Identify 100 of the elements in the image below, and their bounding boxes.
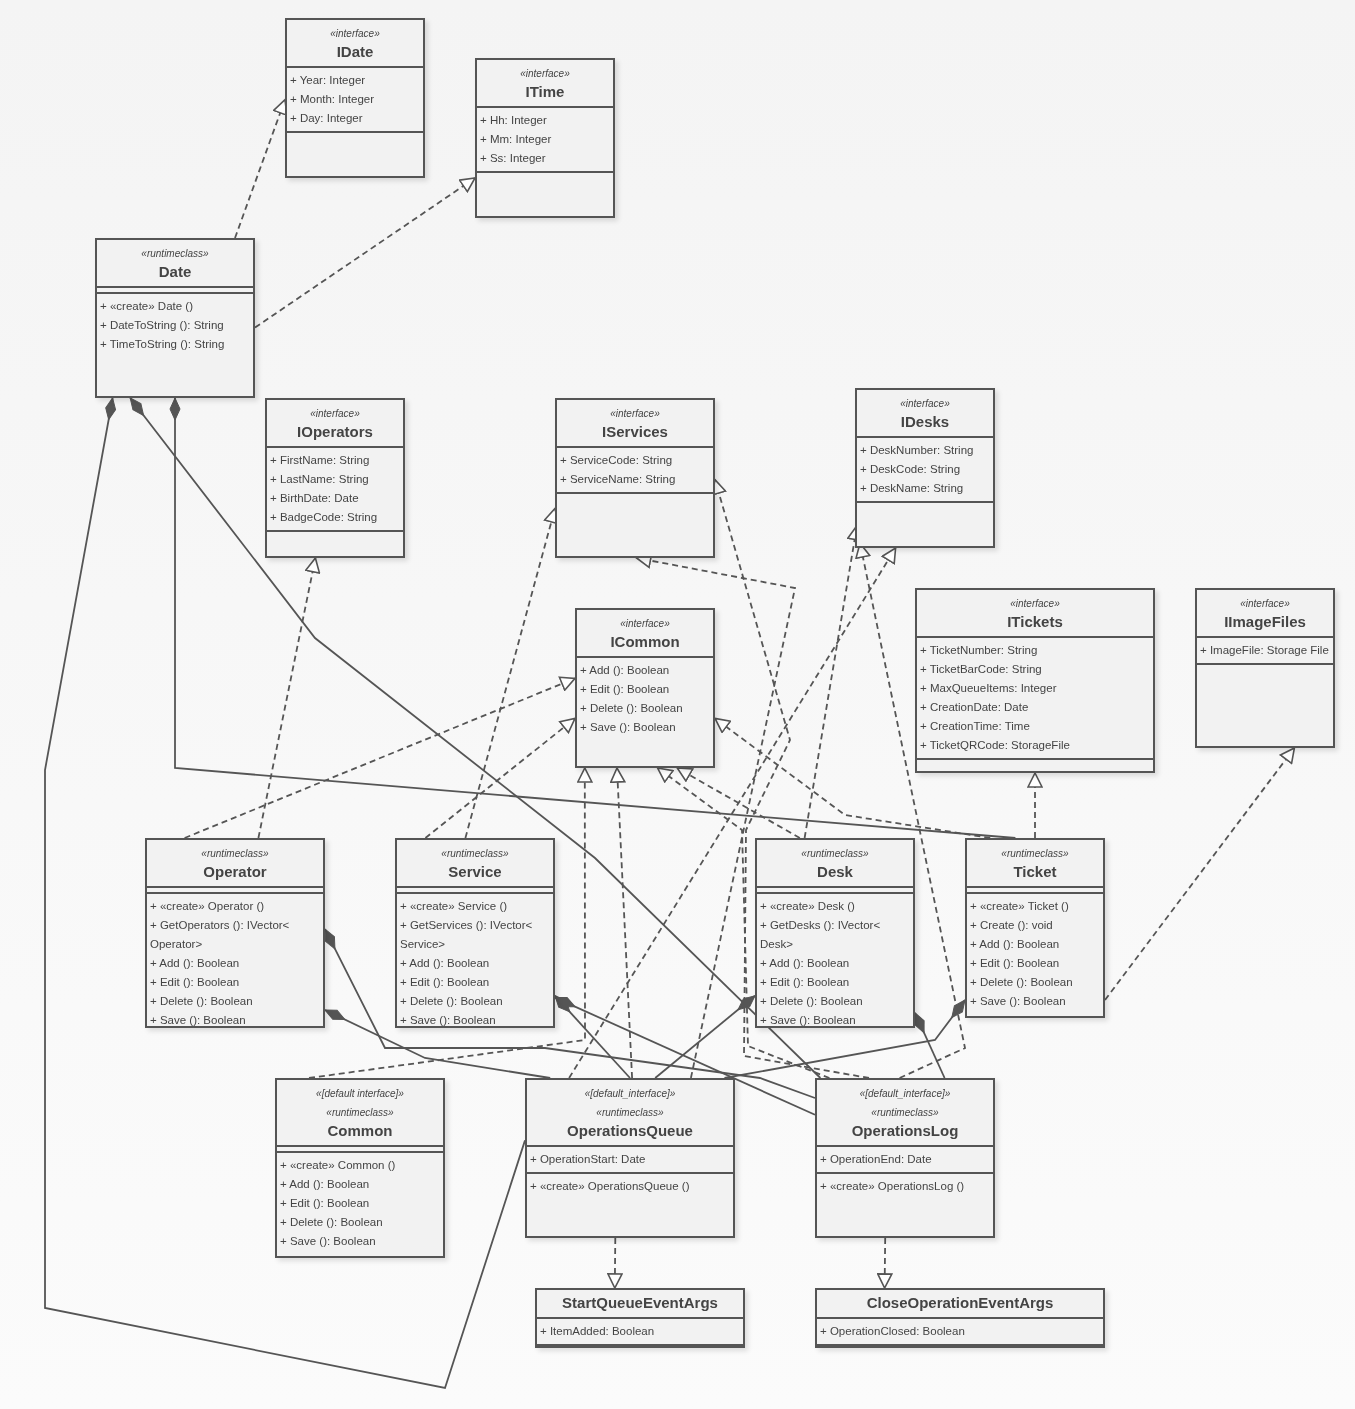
composition-line <box>324 1009 552 1079</box>
operation-text: + Add (): Boolean <box>760 956 850 971</box>
operation-text: + «create» Service () <box>400 899 508 914</box>
operation-text: + «create» Common () <box>280 1158 396 1173</box>
class-name: Ticket <box>1013 862 1057 882</box>
operation-text: + Add (): Boolean <box>580 663 670 678</box>
attribute-text: + ServiceCode: String <box>560 453 673 468</box>
stereotype-label: «[default_interface]» <box>859 1087 951 1101</box>
class-name: ITickets <box>1007 612 1063 632</box>
class-box <box>855 388 995 548</box>
realization-arrow <box>607 1237 623 1289</box>
class-box <box>285 18 425 178</box>
attribute-text: + BirthDate: Date <box>270 491 359 506</box>
operation-text: + Delete (): Boolean <box>280 1215 383 1230</box>
attribute-text: + TicketQRCode: StorageFile <box>920 738 1070 753</box>
attribute-text: + Day: Integer <box>290 111 363 126</box>
stereotype-label: «runtimeclass» <box>141 247 209 261</box>
attribute-text: + Mm: Integer <box>480 132 552 147</box>
class-name: Operator <box>203 862 267 882</box>
operation-text: + Add (): Boolean <box>400 956 490 971</box>
operation-text: + Edit (): Boolean <box>280 1196 370 1211</box>
composition-line <box>723 999 966 1079</box>
realization-arrow <box>308 767 593 1079</box>
realization-arrow <box>568 547 897 1079</box>
stereotype-label: «interface» <box>900 397 950 411</box>
operation-text: + TimeToString (): String <box>100 337 225 352</box>
operation-text: + Save (): Boolean <box>150 1013 246 1028</box>
attribute-text: + DeskCode: String <box>860 462 961 477</box>
attribute-text: + TicketBarCode: String <box>920 662 1042 677</box>
composition-line <box>129 397 822 1079</box>
realization-arrow <box>1027 772 1043 839</box>
class-name: CloseOperationEventArgs <box>866 1293 1054 1313</box>
class-box <box>1195 588 1335 748</box>
class-name: OperationsLog <box>851 1121 959 1141</box>
operation-text: + Edit (): Boolean <box>400 975 490 990</box>
attribute-text: + ServiceName: String <box>560 472 676 487</box>
stereotype-label: «runtimeclass» <box>441 847 509 861</box>
realization-arrow <box>183 676 576 839</box>
class-box <box>475 58 615 218</box>
attribute-text: + ItemAdded: Boolean <box>540 1324 655 1339</box>
composition-line <box>914 1011 946 1079</box>
realization-arrow <box>424 717 576 839</box>
class-box <box>575 608 715 768</box>
class-box <box>915 588 1155 773</box>
class-box <box>525 1078 735 1238</box>
attribute-text: + DeskName: String <box>860 481 964 496</box>
attribute-text: + CreationDate: Date <box>920 700 1029 715</box>
stereotype-label: «interface» <box>610 407 660 421</box>
operation-text: + Edit (): Boolean <box>150 975 240 990</box>
realization-arrow <box>254 177 476 329</box>
stereotype-label: «interface» <box>1010 597 1060 611</box>
attribute-text: + ImageFile: Storage File <box>1200 643 1329 658</box>
class-name: ICommon <box>610 632 680 652</box>
composition-line <box>169 397 1017 839</box>
class-name: Date <box>158 262 192 282</box>
class-box <box>535 1288 745 1348</box>
stereotype-label: «runtimeclass» <box>801 847 869 861</box>
attribute-text: + Ss: Integer <box>480 151 546 166</box>
operation-text: + Save (): Boolean <box>760 1013 856 1028</box>
class-name: StartQueueEventArgs <box>562 1293 718 1313</box>
class-box <box>815 1288 1105 1348</box>
operation-text: + «create» Operator () <box>150 899 265 914</box>
stereotype-label: «runtimeclass» <box>1001 847 1069 861</box>
class-box <box>265 398 405 558</box>
stereotype-label: «runtimeclass» <box>326 1106 394 1120</box>
class-box <box>275 1078 445 1258</box>
stereotype-label: «interface» <box>310 407 360 421</box>
operation-text: + Add (): Boolean <box>150 956 240 971</box>
attribute-text: + CreationTime: Time <box>920 719 1030 734</box>
operation-text: + «create» OperationsLog () <box>820 1179 965 1194</box>
composition-line <box>324 928 816 1099</box>
stereotype-label: «interface» <box>330 27 380 41</box>
class-box <box>145 838 325 1028</box>
composition-line <box>44 397 526 1390</box>
class-name: IDate <box>336 42 374 62</box>
class-box <box>815 1078 995 1238</box>
attribute-text: + OperationClosed: Boolean <box>820 1324 965 1339</box>
operation-text: + Save (): Boolean <box>580 720 676 735</box>
stereotype-label: «runtimeclass» <box>596 1106 664 1120</box>
operation-text: + Edit (): Boolean <box>760 975 850 990</box>
realization-arrow <box>1104 747 1296 1001</box>
operation-text: + Save (): Boolean <box>970 994 1066 1009</box>
attribute-text: + FirstName: String <box>270 453 370 468</box>
realization-arrow <box>676 767 801 839</box>
attribute-text: + Month: Integer <box>290 92 375 107</box>
operation-text: + DateToString (): String <box>100 318 224 333</box>
attribute-text: + MaxQueueItems: Integer <box>920 681 1057 696</box>
operation-text: + Add (): Boolean <box>970 937 1060 952</box>
class-name: IDesks <box>900 412 950 432</box>
operation-text: + GetServices (): IVector< Service> <box>400 918 534 952</box>
attribute-text: + TicketNumber: String <box>920 643 1038 658</box>
operation-text: + Delete (): Boolean <box>150 994 253 1009</box>
operation-text: + «create» Ticket () <box>970 899 1069 914</box>
realization-arrow <box>609 767 633 1079</box>
attribute-text: + Year: Integer <box>290 73 366 88</box>
realization-arrow <box>656 767 831 1079</box>
stereotype-label: «interface» <box>1240 597 1290 611</box>
operation-text: + «create» Desk () <box>760 899 855 914</box>
realization-arrow <box>257 557 321 839</box>
class-name: Service <box>448 862 502 882</box>
